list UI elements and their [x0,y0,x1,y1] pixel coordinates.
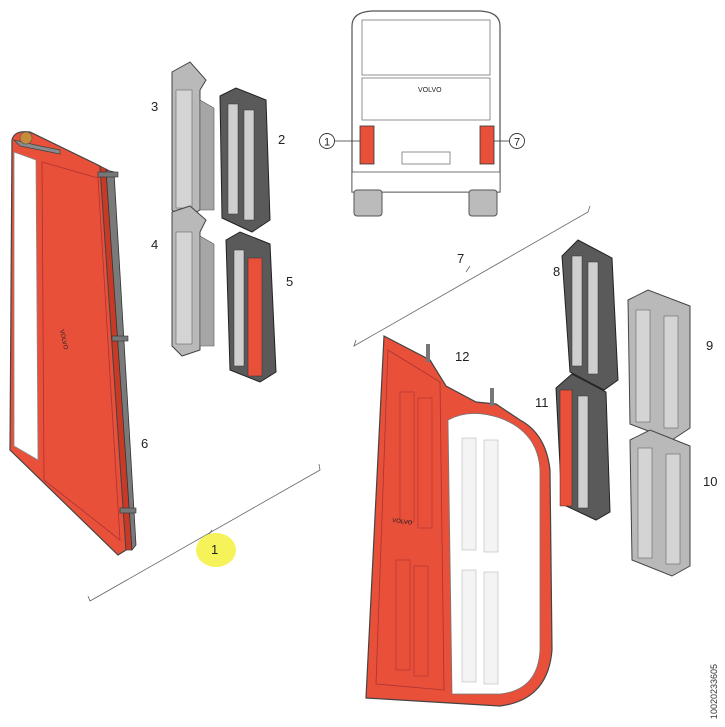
connector-4 [171,205,215,357]
callout-labels: 1 2 3 4 5 6 7 8 9 10 11 12 [141,99,717,557]
callout-8: 8 [553,264,560,279]
callout-1: 1 [211,542,218,557]
left-tail-lamp-housing: VOLVO [9,131,137,556]
bus-right-lamp [479,125,495,165]
callout-4: 4 [151,237,158,252]
svg-text:7: 7 [514,137,520,149]
callout-11: 11 [535,395,549,410]
callout-5: 5 [286,274,293,289]
connector-11 [555,373,611,521]
svg-text:1: 1 [324,137,330,149]
connector-10 [629,429,691,577]
right-tail-lamp-housing: VOLVO [365,335,553,707]
connector-8 [561,239,619,391]
left-lamp-brand: VOLVO [58,329,68,350]
callout-9: 9 [706,338,713,353]
bus-callout-left [319,133,335,149]
highlight-marker [196,533,236,567]
callout-12: 12 [455,349,469,364]
document-id: 10020233605 [709,663,719,719]
bus-brand-badge: VOLVO [418,87,442,94]
callout-10: 10 [703,474,717,489]
connector-2 [219,87,271,233]
bus-rear-view: VOLVO 1 7 [319,10,525,217]
bus-left-lamp [359,125,375,165]
connector-3 [171,61,215,221]
bus-callout-right [509,133,525,149]
callout-6: 6 [141,436,148,451]
callout-2: 2 [278,132,285,147]
connector-5 [225,231,277,383]
connector-9 [627,289,691,441]
callout-3: 3 [151,99,158,114]
callout-7: 7 [457,251,464,266]
right-lamp-brand: VOLVO [392,518,413,527]
